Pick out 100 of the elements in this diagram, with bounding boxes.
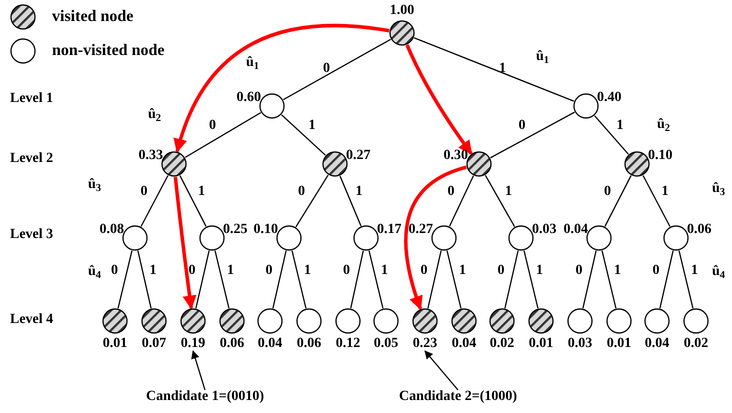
branch-bit-label: 1	[616, 119, 624, 133]
branch-bit-label: 1	[381, 264, 388, 278]
branch-bit-label: 1	[198, 185, 205, 199]
tree-branch	[449, 176, 474, 226]
branch-bit-label: 1	[150, 264, 156, 278]
probability-value: 0.04	[258, 337, 282, 351]
bit-variable-label: û$_{2}$	[148, 108, 162, 122]
search-path-arrow	[174, 176, 196, 310]
tree-branch	[350, 250, 364, 308]
probability-value: 0.06	[220, 337, 244, 351]
probability-value: 0.02	[684, 337, 708, 351]
probability-value: 0.27	[346, 148, 370, 163]
branch-bit-label: 1	[536, 264, 543, 278]
probability-value: 0.03	[568, 337, 592, 351]
probability-value: 0.01	[528, 337, 554, 351]
tree-branch	[281, 114, 326, 156]
probability-value: 0.40	[597, 90, 622, 105]
tree-branch	[368, 250, 384, 308]
probability-value: 0.10	[648, 148, 672, 163]
probability-value: 0.02	[490, 337, 514, 351]
tree-branch	[117, 250, 133, 308]
leader-arrow	[191, 350, 206, 390]
branch-bit-label: 0	[576, 264, 582, 278]
branch-bit-label: 1	[304, 264, 311, 278]
tree-branch	[195, 250, 210, 308]
branch-bit-label: 0	[498, 264, 504, 278]
probability-value: 0.05	[374, 337, 398, 351]
branch-bit-label: 0	[111, 264, 118, 278]
probability-value: 0.30	[444, 148, 468, 163]
branch-bit-label: 0	[188, 264, 196, 278]
probability-value: 0.04	[564, 222, 588, 237]
bit-variable-label: û$_{3}$	[88, 178, 102, 192]
branch-bit-label: 0	[266, 264, 272, 278]
bit-variable-label: û$_{3}$	[712, 182, 726, 196]
leader-arrow	[424, 350, 458, 390]
probability-value: 0.19	[180, 337, 206, 351]
tree-branch	[291, 250, 307, 308]
probability-value: 0.60	[236, 90, 261, 105]
tree-branch	[504, 250, 519, 308]
branch-bit-label: 0	[420, 264, 428, 278]
branch-bit-label: 1	[459, 264, 466, 278]
bit-variable-label: û$_{4}$	[712, 265, 726, 279]
probability-value: 0.12	[336, 337, 360, 351]
branch-bit-label: 0	[448, 185, 454, 199]
probability-value: 0.06	[687, 222, 712, 237]
tree-branch	[427, 250, 442, 308]
tree-branch	[490, 112, 575, 158]
candidate-label: Candidate 1=(0010)	[146, 390, 264, 404]
probability-value: 0.04	[452, 337, 476, 351]
tree-branch	[659, 250, 674, 308]
search-path-arrow	[174, 24, 390, 153]
probability-value: 1.00	[390, 4, 414, 18]
tree-branch	[582, 250, 597, 308]
probability-value: 0.33	[138, 148, 163, 163]
search-path-arrow	[405, 44, 473, 155]
tree-branch	[179, 175, 207, 227]
tree-branch	[601, 250, 617, 308]
tree-branch	[137, 250, 152, 308]
level-label: Level 1	[10, 92, 54, 106]
bit-variable-label: û$_{2}$	[657, 118, 670, 132]
level-label: Level 2	[10, 152, 54, 166]
tree-branch	[446, 250, 462, 308]
probability-value: 0.07	[142, 337, 166, 351]
branch-bit-label: 0	[604, 185, 611, 199]
probability-value: 0.04	[644, 337, 670, 351]
probability-value: 0.10	[254, 222, 278, 237]
branch-bit-label: 0	[518, 119, 526, 133]
tree-branch	[678, 250, 694, 308]
search-path-arrow	[404, 166, 467, 310]
level-label: Level 3	[10, 228, 54, 242]
branch-bit-label: 1	[308, 119, 316, 133]
tree-branch	[184, 112, 262, 158]
branch-bit-label: 1	[505, 185, 512, 199]
probability-value: 0.06	[296, 337, 322, 351]
tree-branch	[604, 175, 632, 227]
branch-bit-label: 1	[356, 185, 362, 199]
tree-branch	[414, 37, 574, 102]
bit-variable-label: û$_{1}$	[246, 56, 260, 70]
tree-branch	[283, 38, 391, 100]
tree-branch	[140, 175, 168, 227]
tree-branch	[272, 250, 287, 308]
probability-value: 0.25	[223, 222, 248, 237]
legend-text: non-visited node	[52, 43, 164, 59]
branch-bit-label: 0	[140, 185, 148, 199]
probability-value: 0.03	[532, 222, 556, 237]
probability-value: 0.17	[377, 222, 402, 237]
branch-bit-label: 1	[614, 264, 621, 278]
tree-branch	[484, 175, 516, 227]
branch-bit-label: 1	[662, 185, 668, 199]
tree-branch	[594, 115, 629, 155]
tree-branch	[295, 174, 329, 228]
probability-value: 0.08	[100, 222, 124, 237]
branch-bit-label: 1	[691, 264, 698, 278]
probability-value: 0.01	[606, 337, 632, 351]
probability-value: 0.01	[102, 337, 128, 351]
probability-value: 0.23	[412, 337, 438, 351]
branch-bit-label: 1	[227, 264, 234, 278]
branch-bit-label: 0	[298, 185, 305, 199]
bit-variable-label: û$_{1}$	[536, 50, 550, 64]
tree-branch	[523, 250, 539, 308]
